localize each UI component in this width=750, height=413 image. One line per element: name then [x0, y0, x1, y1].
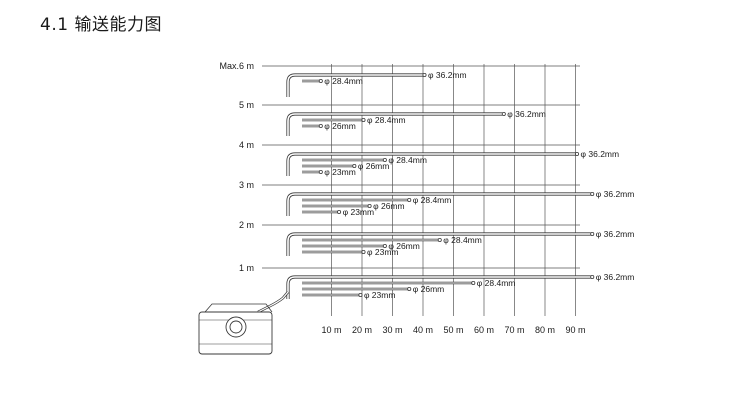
pipe-end-cap: [318, 169, 323, 174]
pipe-diameter-label: φ 26mm: [324, 121, 356, 131]
pipe-diameter-label: φ 26mm: [413, 284, 445, 294]
pipe-bend-outer: [286, 192, 302, 216]
pipe-diameter-label: φ 36.2mm: [581, 149, 620, 159]
y-level-label: 1 m: [239, 263, 254, 273]
pump-port-outer: [225, 316, 247, 338]
pipe-group: φ 36.2mm φ 28.4mm: [286, 70, 467, 97]
pipe-end-cap: [337, 209, 342, 214]
pipe-end-cap: [501, 112, 506, 117]
pipe-bend-inner: [287, 113, 302, 136]
pump-outlet-pipe: [257, 291, 289, 314]
x-tick-label: 10 m: [321, 325, 341, 335]
pipe-diameter-label: φ 23mm: [367, 247, 399, 257]
pipe-bend-outer: [286, 73, 302, 97]
pipe-end-cap: [590, 231, 595, 236]
pipe-end-cap: [358, 292, 363, 297]
pipe-end-cap: [437, 237, 442, 242]
pipe-end-cap: [382, 243, 387, 248]
pipe-diameter-label: φ 26mm: [358, 161, 390, 171]
y-level-label: 5 m: [239, 100, 254, 110]
pipe-diameter-label: φ 26mm: [388, 241, 420, 251]
pipe-end-cap: [422, 73, 427, 78]
x-tick-label: 90 m: [565, 325, 585, 335]
pipe-bend-outer: [286, 112, 302, 136]
pipe-diameter-label: φ 23mm: [364, 290, 396, 300]
pipe-end-cap: [471, 280, 476, 285]
pipe-diameter-label: φ 26mm: [373, 201, 405, 211]
pipe-diameter-label: φ 28.4mm: [443, 235, 482, 245]
pipe-group: φ 36.2mm φ 28.4mm φ 26mm φ 23mm: [286, 272, 635, 300]
y-level-label: 3 m: [239, 180, 254, 190]
pipe-diameter-label: φ 28.4mm: [388, 155, 427, 165]
pipe-diameter-label: φ 28.4mm: [324, 76, 363, 86]
x-tick-label: 60 m: [474, 325, 494, 335]
pipe-bend-inner: [287, 233, 302, 256]
pipe-group: φ 36.2mm φ 28.4mm φ 26mm: [286, 109, 546, 136]
pump-lid: [204, 303, 273, 313]
x-tick-label: 20 m: [352, 325, 372, 335]
pipe-end-cap: [590, 191, 595, 196]
y-level-label: 2 m: [239, 220, 254, 230]
pipe-diameter-label: φ 23mm: [324, 167, 356, 177]
x-tick-label: 80 m: [535, 325, 555, 335]
pipe-diameter-label: φ 36.2mm: [596, 189, 635, 199]
pump-port-inner: [229, 320, 243, 334]
pipe-bend-outer: [286, 152, 302, 176]
grid: 10 m 20 m 30 m 40 m 50 m 60 m 70 m 80 m 90 m Max.…: [219, 61, 585, 335]
pipe-end-cap: [407, 286, 412, 291]
y-level-label: 4 m: [239, 140, 254, 150]
pipe-end-cap: [318, 124, 323, 129]
pipe-end-cap: [407, 197, 412, 202]
pipe-bend-outer: [286, 232, 302, 256]
pipe-diameter-label: φ 28.4mm: [477, 278, 516, 288]
pump-unit: [198, 303, 273, 355]
pipe-diameter-label: φ 28.4mm: [367, 115, 406, 125]
x-tick-label: 70 m: [504, 325, 524, 335]
pipe-bend-inner: [287, 74, 302, 97]
pipe-bend-inner: [287, 193, 302, 216]
x-tick-label: 30 m: [382, 325, 402, 335]
pipe-bend-inner: [287, 153, 302, 176]
x-tick-label: 40 m: [413, 325, 433, 335]
pipe-bend-inner: [287, 276, 302, 299]
pipe-end-cap: [318, 79, 323, 84]
pipe-diameter-label: φ 36.2mm: [596, 229, 635, 239]
pipe-diameter-label: φ 36.2mm: [596, 272, 635, 282]
pipe-diameter-label: φ 36.2mm: [507, 109, 546, 119]
pipe-end-cap: [352, 163, 357, 168]
pump-outlet-pipe-inner: [257, 291, 289, 313]
page-title: 4.1 输送能力图: [40, 15, 162, 35]
pipe-diameter-label: φ 36.2mm: [428, 70, 467, 80]
pipe-end-cap: [361, 118, 366, 123]
pipe-diameter-label: φ 23mm: [343, 207, 375, 217]
pipe-end-cap: [361, 249, 366, 254]
pipe-end-cap: [367, 203, 372, 208]
pipe-diameter-label: φ 28.4mm: [413, 195, 452, 205]
pipe-bend-outer: [286, 275, 302, 299]
y-level-label: Max.6 m: [219, 61, 254, 71]
pipe-end-cap: [382, 157, 387, 162]
pipe-end-cap: [590, 274, 595, 279]
x-tick-label: 50 m: [443, 325, 463, 335]
pipe-end-cap: [575, 151, 580, 156]
